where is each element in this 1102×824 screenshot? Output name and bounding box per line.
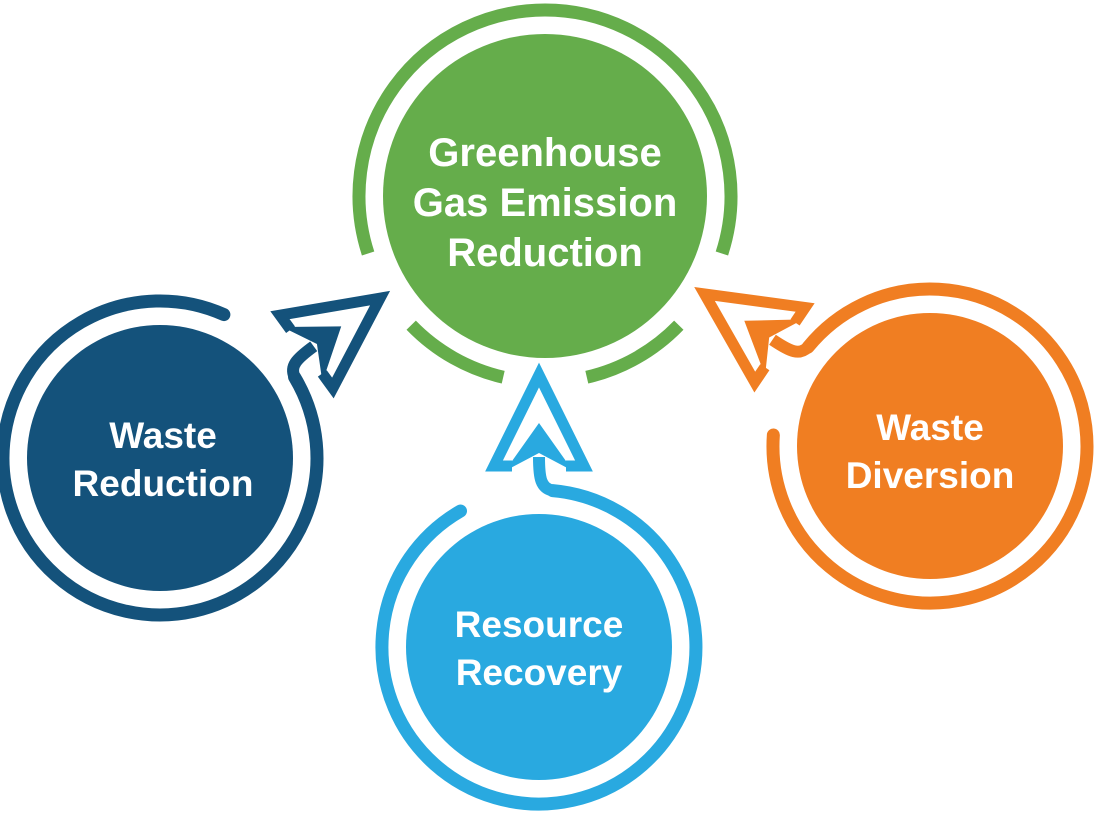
center-label: Greenhouse Gas Emission Reduction (412, 131, 678, 275)
waste-diversion-arrowhead-outline (694, 286, 815, 393)
waste-reduction-label: Waste Reduction (72, 415, 254, 504)
resource-recovery-arrow-tip (505, 423, 573, 471)
waste-diversion-label: Waste Diversion (845, 407, 1015, 496)
waste-diversion-arrow-shaft (769, 334, 813, 358)
waste-reduction-arrowhead-outline (270, 290, 391, 399)
resource-recovery-arrowhead-outline (485, 362, 593, 472)
waste-reduction-circle (27, 325, 293, 591)
waste-reduction-arrow-tip (282, 326, 342, 383)
resource-recovery-label: Resource Recovery (454, 604, 624, 693)
center-ring-main-arc (352, 3, 738, 256)
waste-reduction-arrow (0, 290, 391, 622)
waste-diversion-ring (766, 282, 1094, 610)
waste-diversion-circle (797, 313, 1063, 579)
resource-recovery-ring (375, 484, 703, 811)
node-waste-reduction (0, 290, 391, 622)
node-resource-recovery (375, 362, 703, 811)
center-ring-bottom-right-arc (585, 320, 684, 384)
waste-reduction-arrow-shaft (287, 341, 318, 380)
resource-recovery-arrow-shaft (533, 456, 555, 497)
center-ring-bottom-left-arc (406, 320, 505, 384)
resource-recovery-arrow (375, 362, 703, 811)
node-waste-diversion (694, 282, 1094, 610)
resource-recovery-circle (406, 514, 672, 780)
waste-diversion-arrow (694, 282, 1094, 610)
center-circle (383, 34, 707, 358)
waste-reduction-ring (0, 294, 324, 622)
waste-diversion-arrow-tip (744, 319, 804, 376)
node-greenhouse-gas-emission-reduction (352, 3, 738, 384)
